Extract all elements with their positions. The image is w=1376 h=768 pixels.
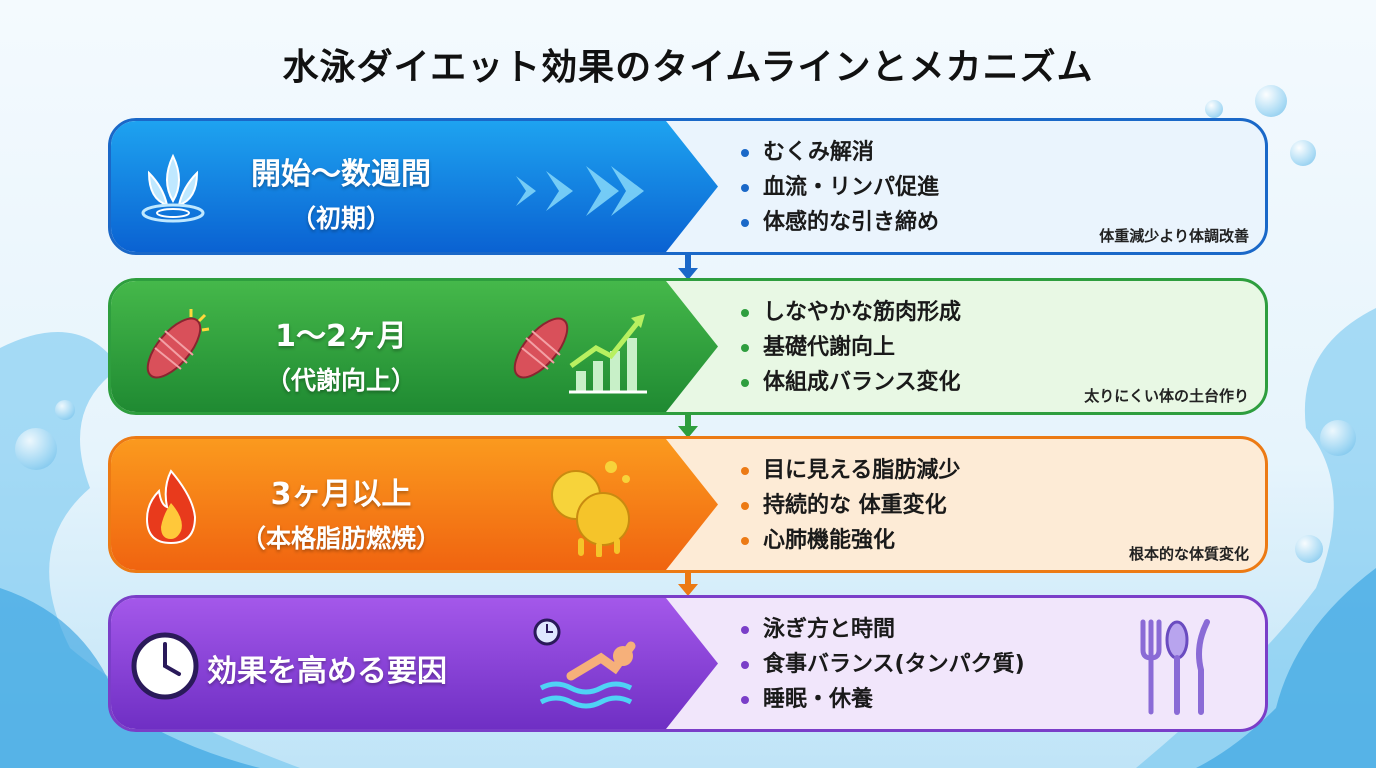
effect-list: 泳ぎ方と時間 食事バランス(タンパク質) 睡眠・休養 bbox=[741, 612, 1025, 717]
growth-chart-icon bbox=[569, 314, 647, 394]
muscle-icon bbox=[513, 317, 569, 379]
bubble bbox=[1320, 420, 1356, 456]
stage-header: 1〜2ヶ月 （代謝向上） bbox=[111, 281, 718, 412]
swimmer-icon bbox=[533, 618, 636, 709]
bubble bbox=[1290, 140, 1316, 166]
stage-title: 1〜2ヶ月 bbox=[275, 319, 407, 354]
list-item: 基礎代謝向上 bbox=[741, 330, 961, 365]
bullet-text: しなやかな筋肉形成 bbox=[763, 300, 962, 325]
bullet-text: むくみ解消 bbox=[763, 140, 874, 165]
list-item: 体組成バランス変化 bbox=[741, 365, 961, 400]
bullet-text: 基礎代謝向上 bbox=[763, 335, 896, 360]
bullet-text: 睡眠・休養 bbox=[763, 687, 874, 712]
effect-list: 目に見える脂肪減少 持続的な 体重変化 心肺機能強化 bbox=[741, 453, 960, 558]
down-arrow-icon bbox=[678, 570, 698, 596]
bullet-text: 体組成バランス変化 bbox=[763, 370, 961, 395]
fire-icon bbox=[145, 469, 197, 545]
list-item: 体感的な引き締め bbox=[741, 205, 939, 240]
list-item: 泳ぎ方と時間 bbox=[741, 612, 1025, 647]
bubble bbox=[1295, 535, 1323, 563]
stage-title: 開始〜数週間 bbox=[251, 157, 431, 192]
bullet-text: 泳ぎ方と時間 bbox=[763, 617, 896, 642]
effect-list: しなやかな筋肉形成 基礎代謝向上 体組成バランス変化 bbox=[741, 295, 961, 400]
chevron-arrows-icon bbox=[516, 166, 644, 216]
fat-cells-icon bbox=[551, 461, 630, 557]
effect-list: むくみ解消 血流・リンパ促進 体感的な引き締め bbox=[741, 135, 939, 240]
bullet-text: 心肺機能強化 bbox=[763, 528, 896, 553]
stage-header: 効果を高める要因 bbox=[111, 598, 718, 729]
list-item: 心肺機能強化 bbox=[741, 523, 960, 558]
stage-header: 開始〜数週間 （初期） bbox=[111, 121, 718, 252]
stage-initial: 開始〜数週間 （初期） むくみ解消 血流・リンパ促進 体感的な引き締め 体重減少よ… bbox=[108, 118, 1268, 255]
stage-note: 太りにくい体の土台作り bbox=[1084, 387, 1249, 405]
list-item: しなやかな筋肉形成 bbox=[741, 295, 961, 330]
list-item: 食事バランス(タンパク質) bbox=[741, 647, 1025, 682]
stage-factors: 効果を高める要因 泳ぎ方と時間 食事バランス(タンパク質) 睡眠・休養 bbox=[108, 595, 1268, 732]
stage-note: 根本的な体質変化 bbox=[1128, 545, 1249, 563]
bullet-text: 持続的な 体重変化 bbox=[763, 493, 947, 518]
stage-title: 3ヶ月以上 bbox=[270, 477, 412, 512]
bubble bbox=[15, 428, 57, 470]
list-item: 血流・リンパ促進 bbox=[741, 170, 939, 205]
water-wave-left bbox=[0, 332, 300, 768]
bullet-text: 体感的な引き締め bbox=[763, 210, 940, 235]
bubble bbox=[1205, 100, 1223, 118]
stage-subtitle: （初期） bbox=[290, 204, 391, 233]
cutlery-icon bbox=[1140, 619, 1210, 715]
water-wave-right bbox=[1136, 308, 1376, 768]
list-item: むくみ解消 bbox=[741, 135, 939, 170]
stage-subtitle: （本格脂肪燃焼） bbox=[240, 524, 441, 553]
stage-metabolism: 1〜2ヶ月 （代謝向上） しなやかな筋肉形成 基礎代謝向上 体組成バランス変化 太… bbox=[108, 278, 1268, 415]
muscle-icon bbox=[146, 309, 210, 379]
clock-icon bbox=[131, 632, 199, 700]
stage-fat-burning: 3ヶ月以上 （本格脂肪燃焼） 目に見える脂肪減少 持続的な 体重変化 心肺機能強化… bbox=[108, 436, 1268, 573]
stage-header: 3ヶ月以上 （本格脂肪燃焼） bbox=[111, 439, 718, 570]
bullet-text: 目に見える脂肪減少 bbox=[763, 458, 961, 483]
stage-note: 体重減少より体調改善 bbox=[1099, 227, 1249, 245]
bullet-text: 食事バランス(タンパク質) bbox=[763, 652, 1025, 677]
list-item: 睡眠・休養 bbox=[741, 682, 1025, 717]
bubble bbox=[55, 400, 75, 420]
water-splash-icon bbox=[141, 153, 205, 223]
bubble bbox=[1255, 85, 1287, 117]
bullet-text: 血流・リンパ促進 bbox=[763, 175, 940, 200]
stage-subtitle: （代謝向上） bbox=[265, 366, 416, 395]
list-item: 目に見える脂肪減少 bbox=[741, 453, 960, 488]
down-arrow-icon bbox=[678, 412, 698, 438]
list-item: 持続的な 体重変化 bbox=[741, 488, 960, 523]
page-title: 水泳ダイエット効果のタイムラインとメカニズム bbox=[282, 47, 1094, 88]
stage-title: 効果を高める要因 bbox=[207, 654, 447, 689]
down-arrow-icon bbox=[678, 254, 698, 280]
